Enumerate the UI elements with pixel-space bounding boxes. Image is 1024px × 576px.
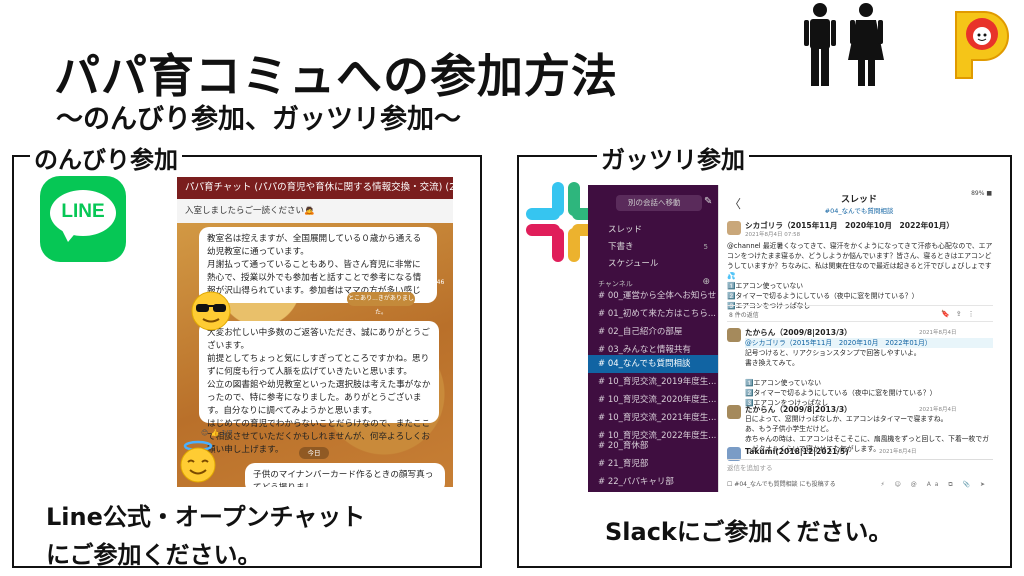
- line-message: 教室名は控えますが、全国展開している０歳から通える幼児教室に通っています。 月謝…: [199, 227, 437, 309]
- slack-join-caption: Slackにご参加ください。: [605, 518, 893, 546]
- battery-status: 89% ■: [971, 190, 992, 197]
- line-chat-notice: 入室しましたらご一読ください🙇: [177, 199, 453, 223]
- page-title: パパ育コミュへの参加方法: [54, 49, 618, 103]
- divider: [727, 305, 993, 306]
- back-chevron-icon[interactable]: 〈: [729, 197, 742, 211]
- halo-emoji-icon: [180, 440, 216, 483]
- reply-author[interactable]: たからん（2009/8|2013/3）: [745, 405, 852, 414]
- reply-time: 2021年8月4日: [919, 330, 957, 336]
- casual-join-label: のんびり参加: [30, 140, 182, 175]
- sidebar-channel[interactable]: # 02_自己紹介の部屋: [598, 327, 683, 337]
- line-message: 子供のマイナンバーカード作るときの顔写真ってどう撮りまし: [245, 463, 445, 487]
- sidebar-item-label: スレッド: [608, 225, 643, 235]
- p-logo-icon: [955, 11, 1009, 79]
- sidebar-channel-active[interactable]: # 04_なんでも質問相談: [588, 355, 718, 373]
- thread-channel-link[interactable]: #04_なんでも質問相談: [824, 207, 894, 215]
- avatar[interactable]: [727, 405, 741, 419]
- sidebar-channel[interactable]: # 10_育児交流_2022年度生...: [598, 431, 717, 441]
- avatar[interactable]: [727, 328, 741, 342]
- reply-time: 2021年8月4日: [879, 449, 917, 455]
- sidebar-channel[interactable]: # 10_育児交流_2021年度生...: [598, 413, 717, 423]
- line-reply-chip: とこあり...きがありました。: [347, 292, 415, 316]
- slack-thread-pane: 89% ■ スレッド #04_なんでも質問相談 〈 シカゴリラ（2015年11月…: [718, 185, 998, 492]
- sidebar-item-scheduled[interactable]: スケジュール: [608, 257, 716, 271]
- line-reaction: 😊 👍 1/7: [201, 429, 233, 437]
- thread-title: スレッド: [840, 195, 877, 205]
- sidebar-item-label: スケジュール: [608, 259, 659, 269]
- avatar[interactable]: [727, 221, 741, 235]
- line-bubble-tail: [62, 230, 78, 242]
- people-icon: [804, 3, 884, 86]
- sidebar-channel[interactable]: # 20_育休部: [598, 441, 649, 451]
- sidebar-item-threads[interactable]: スレッド: [608, 223, 716, 237]
- line-date-chip: 今日: [299, 447, 329, 459]
- thread-tools-icons[interactable]: 🔖⇪⋮: [941, 310, 981, 318]
- reply-time: 2021年8月4日: [919, 407, 957, 413]
- sidebar-channel[interactable]: # 21_育児部: [598, 459, 649, 469]
- line-join-caption: Line公式・オープンチャット にご参加ください。: [46, 503, 366, 569]
- compose-icon[interactable]: ✎: [704, 196, 713, 207]
- reply-author[interactable]: Takumi(2018|12|2021/5): [745, 447, 849, 456]
- reply-body: 日によって、窓開けっぱなしか、エアコンはタイマーで寝ますね。 あ、もう子供小学生…: [745, 415, 989, 453]
- line-bubble-shape: [50, 190, 116, 236]
- drafts-count: 5: [703, 243, 708, 251]
- also-send-checkbox[interactable]: ☐: [727, 481, 735, 488]
- line-icon-text: LINE: [61, 201, 105, 222]
- sidebar-channel[interactable]: # 22_パパキャリ部: [598, 477, 674, 487]
- reply-author[interactable]: たからん（2009/8|2013/3）: [745, 328, 852, 337]
- add-channel-icon[interactable]: ⊕: [702, 277, 710, 287]
- reply-mention[interactable]: @シカゴリラ（2015年11月 2020年10月 2022年01月）: [745, 338, 993, 348]
- sidebar-item-label: 下書き: [608, 242, 634, 252]
- sidebar-channel[interactable]: # 10_育児交流_2019年度生...: [598, 377, 717, 387]
- line-openchat-screenshot: パパ育チャット (パパの育児や育休に関する情報交換・交流) (296) 入室しま…: [177, 177, 453, 487]
- post-time: 2021年8月4日 07:58: [745, 232, 801, 238]
- post-body: @channel 最近暑くなってきて、寝汗をかくようになってきて汗疹も心配なので…: [727, 242, 993, 310]
- sidebar-channel[interactable]: # 03_みんなと情報共有: [598, 345, 691, 355]
- composer-tool-icons[interactable]: ⚡ ☺ @ Aa ⧉ 📎 ➤: [880, 481, 989, 488]
- line-icon[interactable]: LINE: [40, 176, 126, 262]
- sunglasses-emoji-icon: [191, 291, 231, 331]
- composer-footer: ☐ #04_なんでも質問相談 にも投稿する ⚡ ☺ @ Aa ⧉ 📎 ➤: [727, 479, 993, 491]
- slack-search-input[interactable]: 別の会話へ移動: [616, 195, 702, 211]
- line-chat-header: パパ育チャット (パパの育児や育休に関する情報交換・交流) (296): [177, 177, 453, 199]
- page-subtitle: 〜のんびり参加、ガッツリ参加〜: [56, 104, 461, 135]
- also-send-label: #04_なんでも質問相談 にも投稿する: [734, 481, 836, 488]
- full-join-label: ガッツリ参加: [597, 140, 749, 175]
- sidebar-channel[interactable]: # 10_育児交流_2020年度生...: [598, 395, 717, 405]
- avatar[interactable]: [727, 447, 741, 461]
- post-author[interactable]: シカゴリラ（2015年11月 2020年10月 2022年01月）: [745, 221, 955, 230]
- sidebar-channel[interactable]: # 01_初めて来た方はこちら...: [598, 309, 716, 319]
- line-message: 大変お忙しい中多数のご返答いただき、誠にありがとうございます。 前提としてちょっ…: [199, 321, 439, 455]
- slack-sidebar: 別の会話へ移動 ✎ スレッド 下書き 5 スケジュール チャンネル ⊕ # 00…: [588, 185, 718, 492]
- replies-count: 8 件の返信: [729, 312, 759, 319]
- reply-input[interactable]: 返信を追加する: [727, 464, 773, 472]
- divider: [727, 321, 993, 322]
- sidebar-channel[interactable]: # 00_運営から全体へお知らせ: [598, 291, 717, 301]
- divider: [727, 459, 993, 460]
- channels-section-header: チャンネル: [598, 280, 633, 288]
- sidebar-item-drafts[interactable]: 下書き 5: [608, 240, 716, 254]
- line-message-time: 11:46: [427, 279, 445, 286]
- reply-body: 記号つけると、リアクションスタンプで回答しやすいよ。 書き換えてみて。 1️⃣エ…: [745, 349, 937, 407]
